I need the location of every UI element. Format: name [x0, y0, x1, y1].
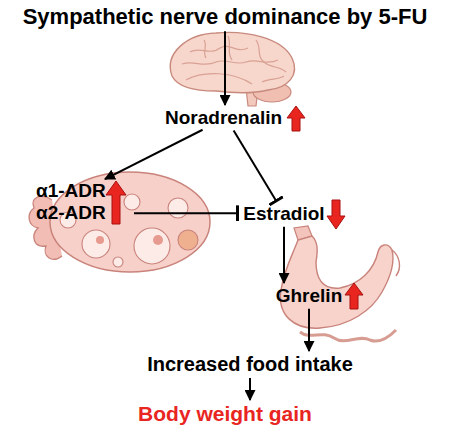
stomach-illustration [280, 226, 399, 341]
flow-step: Sympathetic nerve dominance by 5-FU [5, 4, 445, 29]
step-label: Body weight gain [90, 402, 360, 426]
stomach-body [280, 236, 392, 328]
step-label: Ghrelin [272, 285, 346, 307]
brain-gyri [182, 36, 286, 84]
step-label: α1-ADR [36, 180, 132, 202]
flow-step: Ghrelin [272, 285, 346, 307]
flow-step: Noradrenalin [165, 107, 287, 129]
flow-step: Body weight gain [90, 402, 360, 426]
step-label: Noradrenalin [165, 107, 287, 129]
flow-step: Increased food intake [115, 353, 385, 376]
flow-step: Estradiol [240, 203, 328, 225]
flow-arrow [224, 31, 226, 105]
intestine [300, 330, 396, 341]
inhibition-line [134, 212, 238, 214]
step-label: α2-ADR [36, 202, 132, 224]
duodenum [392, 250, 399, 276]
oocytes [96, 235, 163, 245]
cerebrum [170, 32, 294, 92]
flow-arrow [249, 378, 251, 400]
flow-arrow [308, 309, 310, 351]
corpus-luteum [178, 230, 198, 250]
flow-arrow [105, 130, 203, 179]
step-label: Estradiol [240, 203, 328, 225]
decrease-arrow [327, 200, 345, 229]
inhibition-line [234, 131, 277, 202]
flow-arrow [283, 227, 285, 283]
brain-illustration [170, 32, 294, 106]
increase-arrow [106, 181, 126, 224]
increase-arrow [287, 106, 305, 131]
increase-arrow [345, 283, 363, 309]
step-label: Sympathetic nerve dominance by 5-FU [5, 4, 445, 29]
step-label: Increased food intake [115, 353, 385, 376]
ovary-illustration [29, 172, 210, 272]
flow-step: α1-ADRα2-ADR [36, 180, 132, 224]
